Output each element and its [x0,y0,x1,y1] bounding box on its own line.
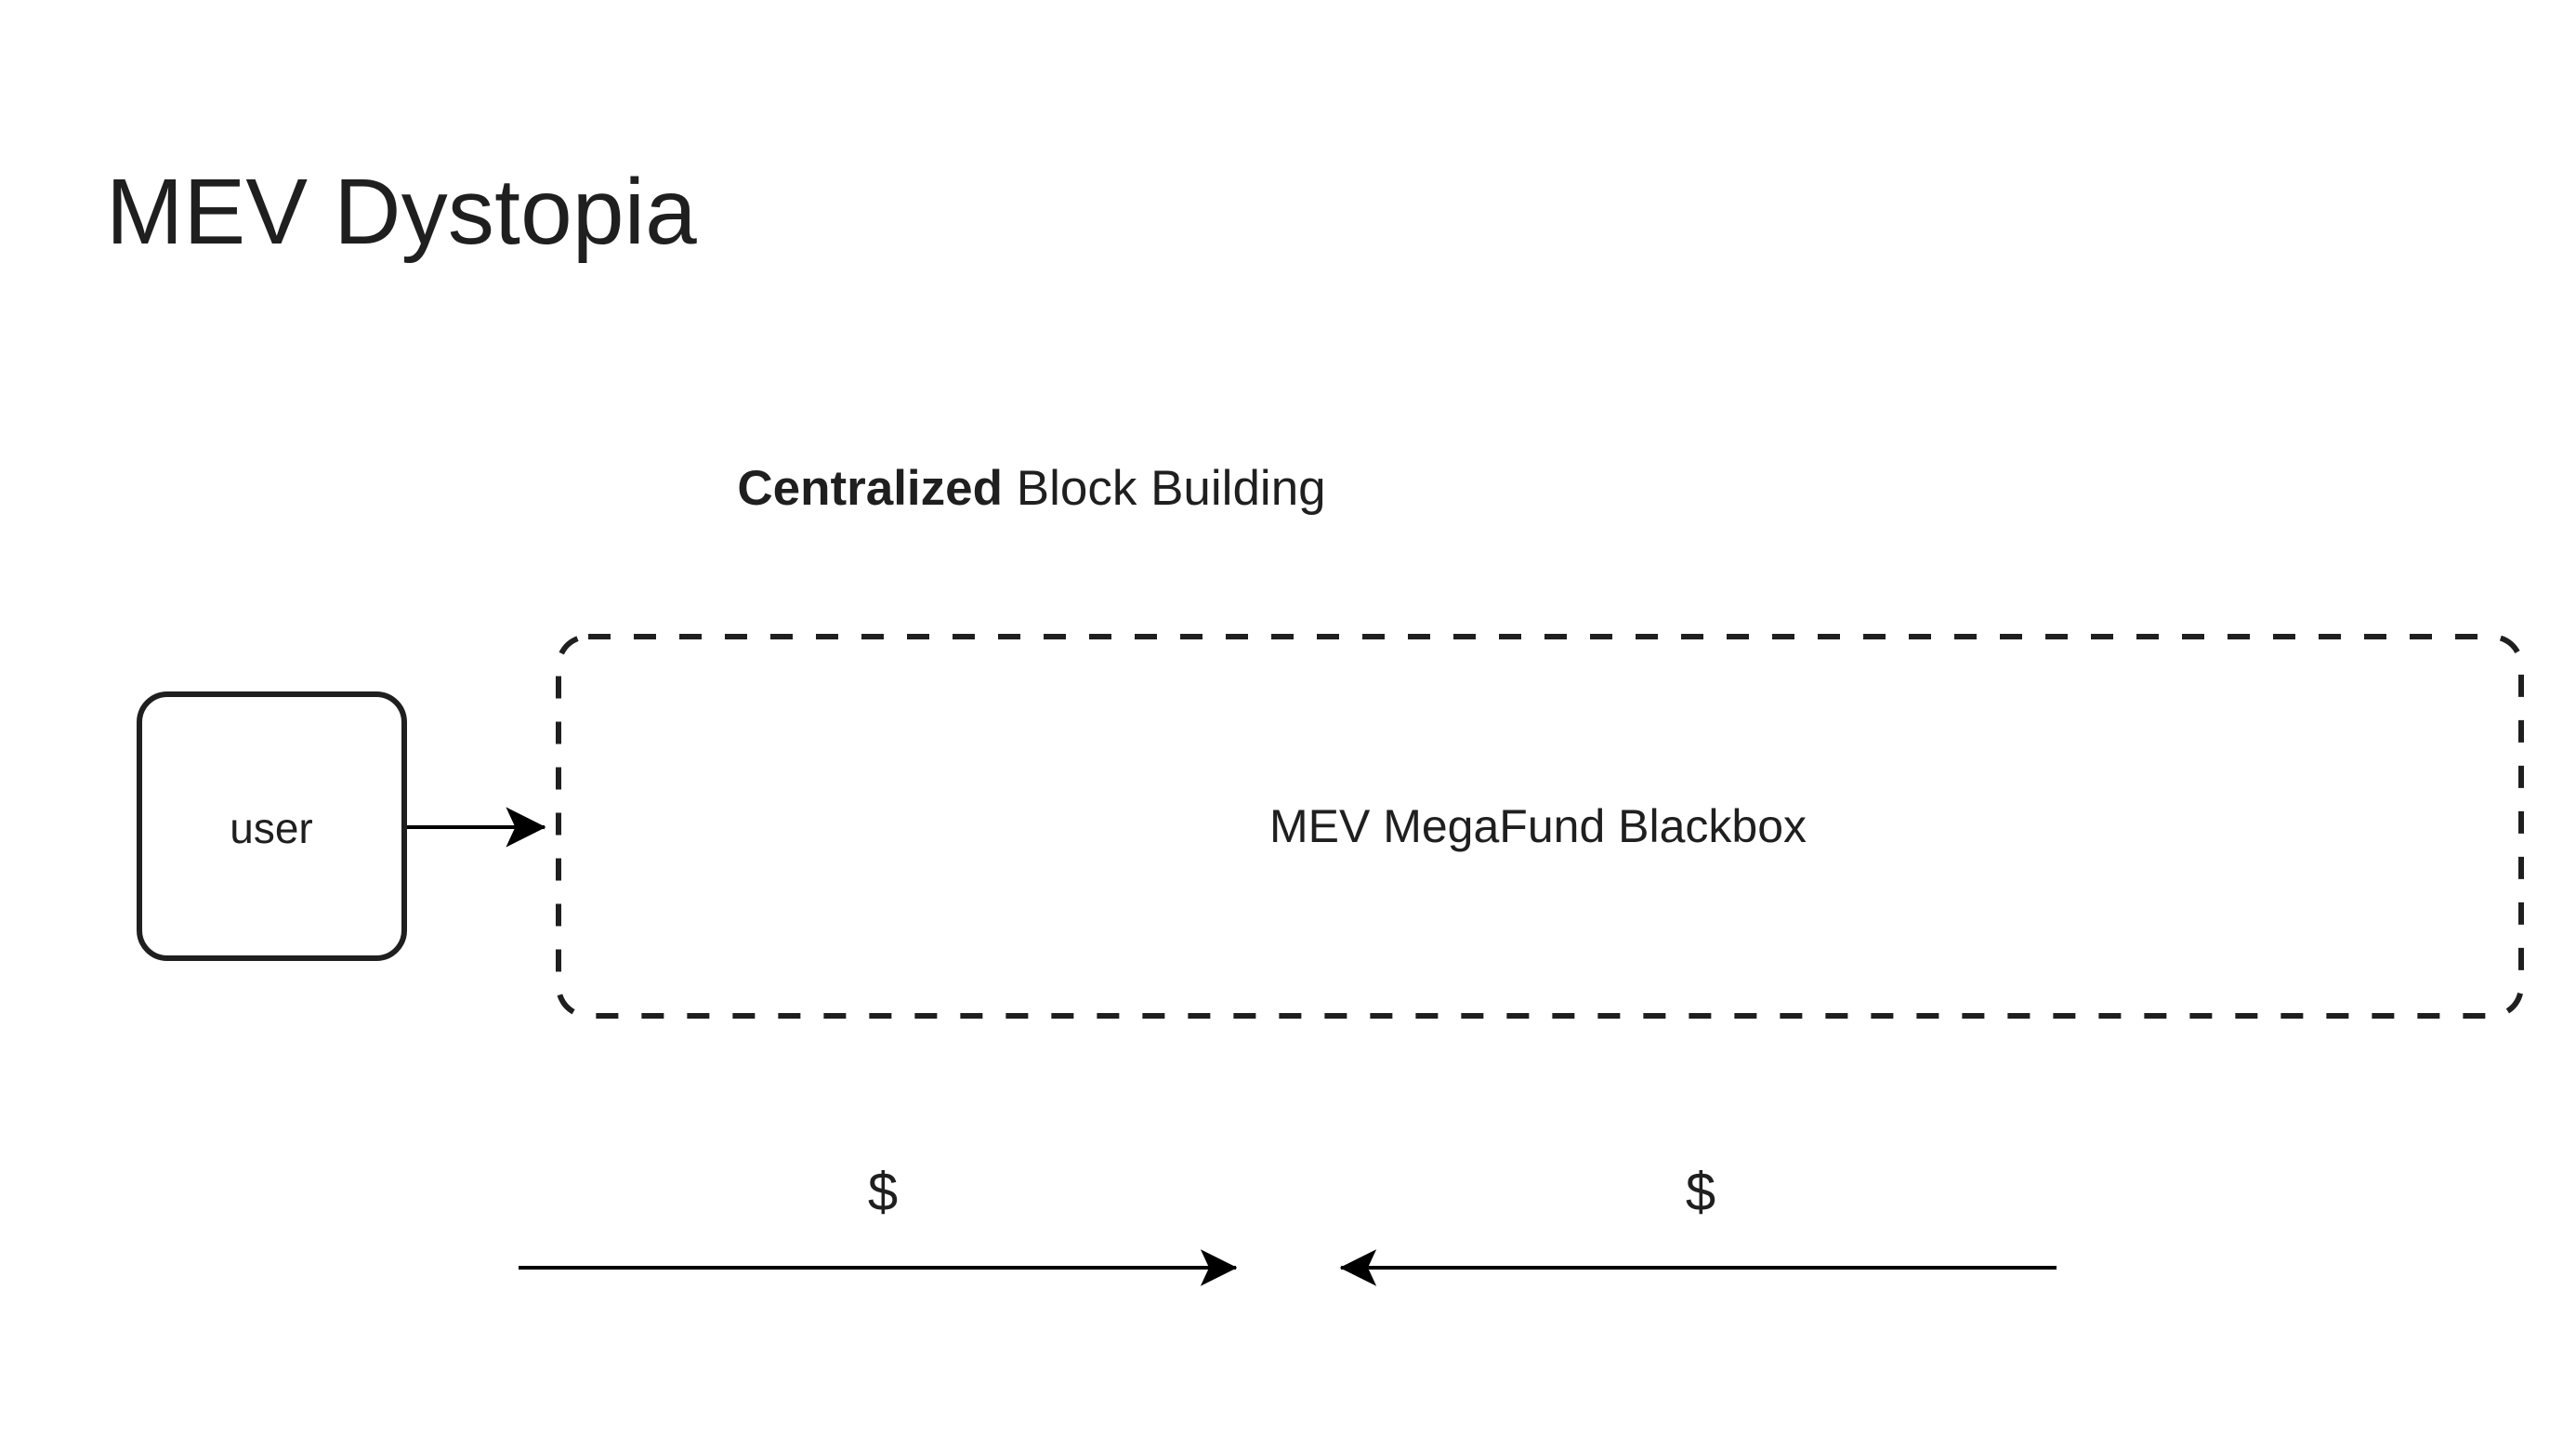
page-title: MEV Dystopia [106,160,697,264]
node-user-label: user [230,804,313,852]
node-blackbox-shape[interactable] [556,634,2524,1019]
section-heading-rest: Block Building [1003,461,1326,516]
node-user-shape[interactable] [137,691,407,961]
node-blackbox-label: MEV MegaFund Blackbox [1268,800,1807,852]
section-heading-emphasis: Centralized [737,461,1004,516]
edge-money-inflow-label: $ [1685,1162,1716,1222]
edge-money-outflow-label: $ [867,1162,899,1222]
section-heading: Centralized Block Building [0,461,2063,518]
